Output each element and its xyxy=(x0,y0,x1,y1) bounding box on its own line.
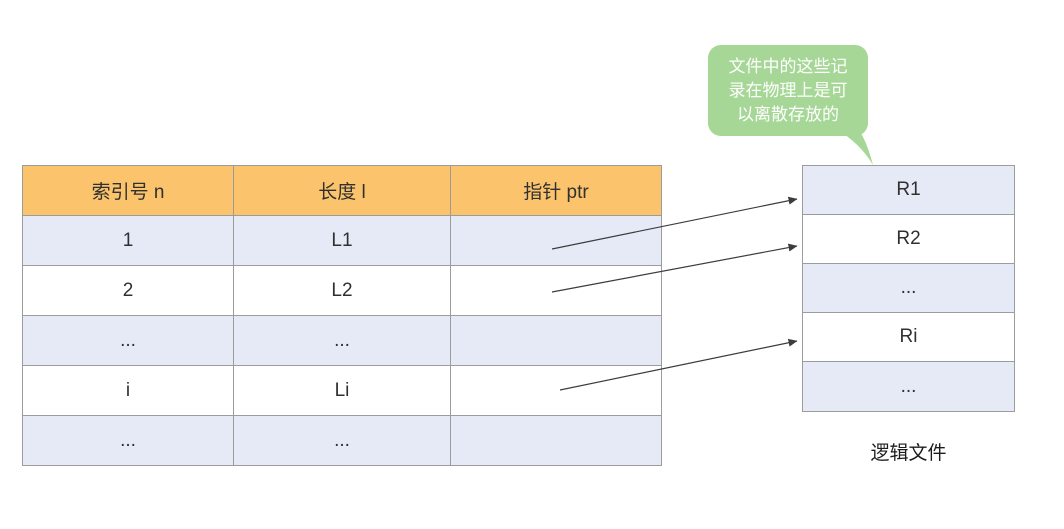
callout-line: 录在物理上是可 xyxy=(728,80,848,100)
header-pointer: 指针 ptr xyxy=(450,165,662,216)
table-row: 2 L2 xyxy=(22,265,662,316)
logical-file-label: 逻辑文件 xyxy=(870,443,947,464)
index-table: 索引号 n 长度 l 指针 ptr 1 L1 2 L2 ... ... xyxy=(22,165,662,466)
logical-file-table: R1 R2 ... Ri ... xyxy=(802,165,1015,412)
table-row: 1 L1 xyxy=(22,215,662,266)
record-row-ellipsis: ... xyxy=(803,264,1014,313)
index-table-header-row: 索引号 n 长度 l 指针 ptr xyxy=(22,165,662,216)
cell-pointer xyxy=(450,265,662,316)
cell-pointer xyxy=(450,215,662,266)
cell-index: ... xyxy=(22,415,234,466)
callout-line: 以离散存放的 xyxy=(737,104,839,124)
cell-index: 1 xyxy=(22,215,234,266)
callout-bubble: 文件中的这些记 录在物理上是可 以离散存放的 xyxy=(708,45,868,136)
cell-pointer xyxy=(450,315,662,366)
cell-length: ... xyxy=(233,415,451,466)
cell-pointer xyxy=(450,415,662,466)
cell-length: ... xyxy=(233,315,451,366)
cell-length: L1 xyxy=(233,215,451,266)
cell-pointer xyxy=(450,365,662,416)
record-row-Ri: Ri xyxy=(803,313,1014,362)
cell-index: 2 xyxy=(22,265,234,316)
cell-length: L2 xyxy=(233,265,451,316)
record-row-R2: R2 xyxy=(803,215,1014,264)
header-length: 长度 l xyxy=(233,165,451,216)
table-row: ... ... xyxy=(22,315,662,366)
table-row: i Li xyxy=(22,365,662,416)
record-row-R1: R1 xyxy=(803,166,1014,215)
callout-tail xyxy=(836,129,873,165)
cell-length: Li xyxy=(233,365,451,416)
cell-index: i xyxy=(22,365,234,416)
table-row: ... ... xyxy=(22,415,662,466)
callout-line: 文件中的这些记 xyxy=(728,56,848,76)
record-row-ellipsis: ... xyxy=(803,362,1014,411)
cell-index: ... xyxy=(22,315,234,366)
header-index-number: 索引号 n xyxy=(22,165,234,216)
